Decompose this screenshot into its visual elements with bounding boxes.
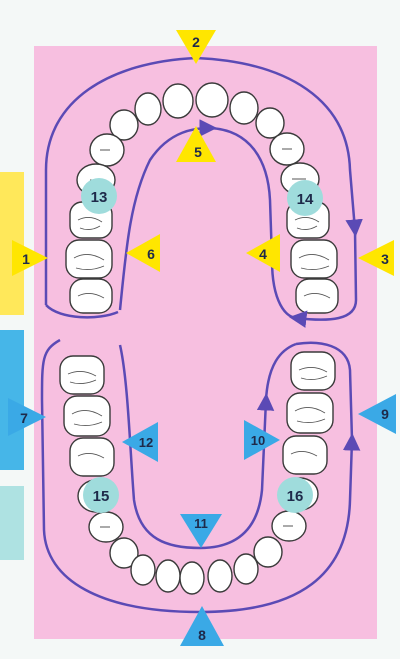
badge-label: 13 [91,189,108,206]
badge-14: 14 [287,180,323,216]
tooth [196,83,228,117]
tooth [66,240,112,278]
tooth [156,560,180,592]
badge-label: 16 [287,488,304,505]
tooth [283,436,327,474]
tooth [163,84,193,118]
marker-label: 11 [194,516,208,531]
tooth [60,356,104,394]
tooth [287,393,333,433]
marker-label: 1 [22,251,30,267]
marker-label: 9 [381,406,389,422]
badge-label: 15 [93,488,110,505]
marker-label: 3 [381,251,389,267]
marker-label: 2 [192,34,200,50]
tooth [131,555,155,585]
tooth [208,560,232,592]
tooth [70,438,114,476]
badge-label: 14 [297,191,314,208]
tooth [291,240,337,278]
marker-label: 12 [139,435,153,450]
marker-label: 7 [20,410,28,426]
badge-13: 13 [81,178,117,214]
tooth [135,93,161,125]
tooth [256,108,284,138]
tooth [291,352,335,390]
badge-15: 15 [83,477,119,513]
tooth [234,554,258,584]
marker-label: 5 [194,144,202,160]
tooth [180,562,204,594]
marker-label: 6 [147,246,155,262]
badge-16: 16 [277,477,313,513]
side-bar-teal [0,486,24,560]
marker-label: 10 [251,433,265,448]
tooth [70,279,112,313]
marker-label: 8 [198,627,206,643]
tooth [254,537,282,567]
tooth [230,92,258,124]
tooth [64,396,110,436]
background-panel [34,46,377,639]
marker-label: 4 [259,246,267,262]
tooth [296,279,338,313]
